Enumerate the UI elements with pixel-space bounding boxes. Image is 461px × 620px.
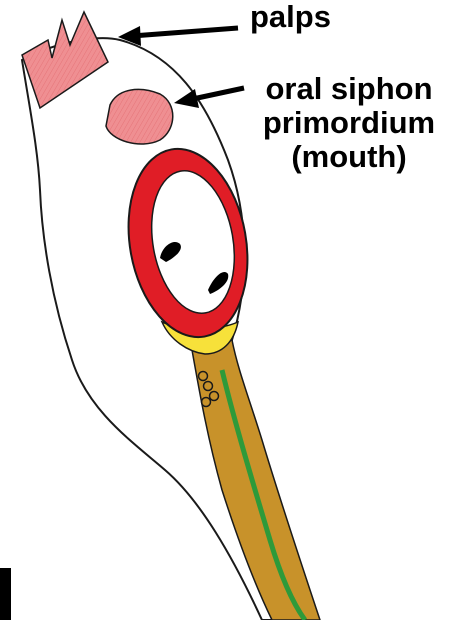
label-oral-line-2: primordium (244, 106, 454, 140)
arrow-palps-shaft (132, 28, 238, 36)
label-oral-line-3: (mouth) (244, 140, 454, 174)
label-oral-siphon-primordium: oral siphon primordium (mouth) (244, 72, 454, 174)
corner-block (0, 568, 11, 620)
oral-siphon-primordium (106, 89, 173, 144)
label-palps: palps (250, 0, 331, 34)
label-oral-line-1: oral siphon (244, 72, 454, 106)
